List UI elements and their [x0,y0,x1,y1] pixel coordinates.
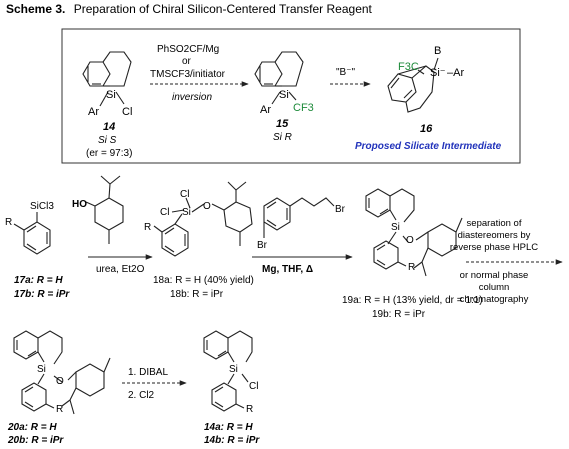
atom-si: Si [391,222,400,233]
group-sicl3: SiCl3 [30,201,54,212]
reagent-line-1: PhSO2CF/Mg [157,44,219,55]
label-17a: 17a: R = H [14,275,63,286]
atom-r: R [144,222,151,233]
compound-18-structure [153,181,253,257]
atom-cf3: CF3 [293,102,314,114]
inversion-note: inversion [172,92,212,103]
atom-ar: –Ar [447,67,464,79]
top-panel-box [61,28,521,164]
atom-ho: HO [72,199,87,210]
scheme-number: Scheme 3. [6,2,65,16]
label-14b: 14b: R = iPr [204,435,260,446]
atom-o: O [203,201,211,212]
enantiomeric-ratio: (er = 97:3) [86,148,132,159]
reagent-urea: urea, Et2O [96,264,145,275]
atom-br-chain: Br [335,204,346,215]
label-18a: 18a: R = H (40% yield) [153,275,254,286]
atom-br-ring: Br [257,240,268,251]
atom-cl-top: Cl [180,189,189,200]
label-19a: 19a: R = H (13% yield, dr = 1:1) [342,295,483,306]
compound-14-product-structure [203,330,253,412]
scheme-caption: Preparation of Chiral Silicon-Centered T… [74,2,373,16]
reagent-line-3: TMSCF3/initiator [150,69,226,80]
label-14a: 14a: R = H [204,422,253,433]
atom-cl: Cl [122,106,132,118]
compound-16-structure [387,57,439,113]
separation-line-1: separation of [467,218,522,229]
atom-f3c: F3C [398,61,419,73]
atom-r: R [56,404,63,415]
reagent-chlorine: 2. Cl2 [128,390,155,401]
silicate-intermediate-caption: Proposed Silicate Intermediate [355,141,502,152]
compound-number-14: 14 [103,121,115,133]
atom-o: O [56,376,64,387]
compound-19-structure [365,188,463,277]
reagent-line-2: or [182,56,192,67]
label-18b: 18b: R = iPr [170,289,224,300]
atom-ar: Ar [88,106,99,118]
atom-cl-left: Cl [160,207,169,218]
atom-si: Si [279,89,289,101]
compound-17-structure [13,212,51,255]
aryl-bromide-structure [263,197,335,238]
atom-r: R [5,217,12,228]
scheme-title: Scheme 3. Preparation of Chiral Silicon-… [6,2,373,16]
compound-20-structure [13,330,111,415]
separation-line-6: chromatography [460,294,529,305]
atom-r: R [246,404,253,415]
compound-number-16: 16 [420,123,433,135]
label-19b: 19b: R = iPr [372,309,426,320]
label-20a: 20a: R = H [7,422,57,433]
atom-b: B [434,45,441,57]
atom-si: Si [106,89,116,101]
reagent-dibal: 1. DIBAL [128,367,168,378]
compound-number-15: 15 [276,118,289,130]
compound-14-structure [82,51,132,107]
atom-cl: Cl [249,381,258,392]
configuration-si-r: Si R [273,132,292,143]
atom-ar: Ar [260,104,271,116]
atom-o: O [406,235,414,246]
label-17b: 17b: R = iPr [14,289,70,300]
boron-reagent: "B⁻" [336,67,355,78]
separation-line-2: diastereomers by [458,230,531,241]
separation-line-5: column [479,282,510,293]
compound-15-structure [254,51,304,105]
configuration-si-s: Si S [98,135,117,146]
label-20b: 20b: R = iPr [7,435,64,446]
atom-r: R [408,262,415,273]
atom-si: Si [37,364,46,375]
separation-line-3: reverse phase HPLC [450,242,538,253]
atom-si: Si [229,364,238,375]
atom-si: Si [182,207,191,218]
reagent-mg-thf: Mg, THF, Δ [262,264,313,275]
separation-line-4: or normal phase [460,270,529,281]
atom-si-anion: Si⁻ [430,67,446,79]
menthol-structure [85,175,124,244]
